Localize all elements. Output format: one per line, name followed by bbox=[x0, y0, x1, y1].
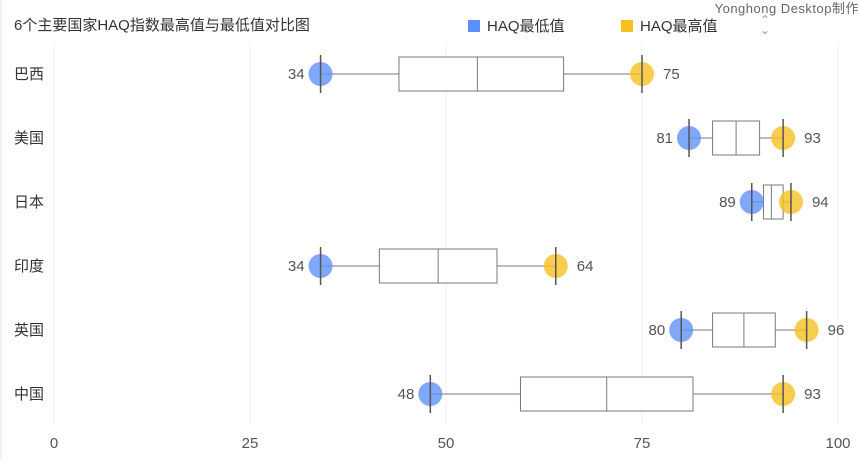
legend-item-max[interactable]: HAQ最高值 bbox=[621, 15, 718, 36]
legend-swatch-min bbox=[468, 19, 480, 32]
x-tick-label: 0 bbox=[50, 435, 58, 452]
legend-label-min: HAQ最低值 bbox=[487, 18, 565, 35]
x-tick-label: 50 bbox=[438, 435, 455, 452]
legend-scroll-icon[interactable]: ⌃⌄ bbox=[759, 13, 771, 37]
legend-label-max: HAQ最高值 bbox=[640, 18, 718, 35]
chart-title: 6个主要国家HAQ指数最高值与最低值对比图 bbox=[14, 17, 310, 34]
legend-swatch-max bbox=[621, 19, 633, 32]
category-label: 美国 bbox=[14, 130, 44, 147]
max-value-label: 75 bbox=[663, 66, 680, 83]
min-value-label: 89 bbox=[719, 194, 736, 211]
max-value-label: 96 bbox=[828, 322, 845, 339]
watermark: Yonghong Desktop制作 bbox=[714, 1, 859, 16]
legend-item-min[interactable]: HAQ最低值 bbox=[468, 15, 565, 36]
max-value-label: 64 bbox=[577, 258, 594, 275]
category-label: 中国 bbox=[14, 386, 44, 403]
min-value-label: 48 bbox=[398, 386, 415, 403]
category-label: 印度 bbox=[14, 258, 44, 275]
max-value-label: 94 bbox=[812, 194, 829, 211]
x-tick-label: 100 bbox=[825, 435, 850, 452]
x-tick-label: 25 bbox=[242, 435, 259, 452]
x-tick-label: 75 bbox=[634, 435, 651, 452]
min-value-label: 34 bbox=[288, 66, 305, 83]
min-value-label: 81 bbox=[656, 130, 673, 147]
min-value-label: 80 bbox=[649, 322, 666, 339]
category-label: 英国 bbox=[14, 321, 44, 339]
max-value-label: 93 bbox=[804, 130, 821, 147]
max-value-label: 93 bbox=[804, 386, 821, 403]
box bbox=[398, 56, 565, 92]
category-label: 日本 bbox=[14, 194, 44, 211]
min-value-label: 34 bbox=[288, 258, 305, 275]
category-label: 巴西 bbox=[14, 66, 44, 83]
